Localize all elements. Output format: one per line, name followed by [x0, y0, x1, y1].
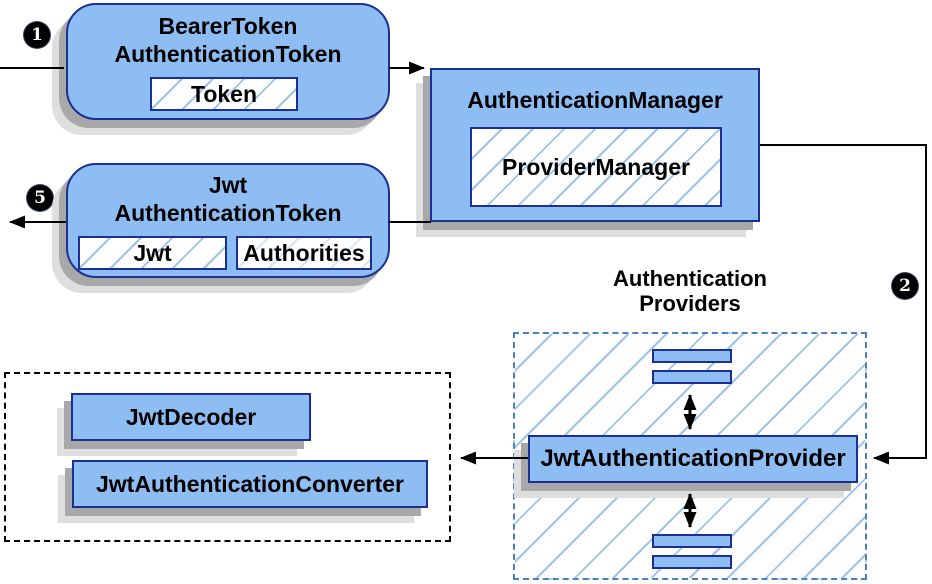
jwt-token-title-line2: AuthenticationToken: [114, 200, 342, 226]
jwt-authentication-provider-label: JwtAuthenticationProvider: [540, 445, 846, 472]
bearer-token-authentication-token-node: BearerToken AuthenticationToken Token: [66, 3, 390, 120]
jwt-token-node-title: Jwt AuthenticationToken: [68, 171, 388, 227]
provider-slot-bar: [652, 370, 732, 384]
jwt-authentication-converter-label: JwtAuthenticationConverter: [96, 470, 404, 497]
authentication-manager-title: AuthenticationManager: [467, 87, 723, 113]
step-5-number: 5: [34, 188, 46, 208]
authentication-providers-group-title: Authentication Providers: [540, 266, 840, 316]
jwt-decoder-node: JwtDecoder: [71, 393, 311, 441]
jwt-inner-box: Jwt: [78, 236, 227, 270]
provider-manager-label: ProviderManager: [502, 153, 690, 180]
token-label: Token: [190, 80, 258, 107]
jwt-authentication-token-node: Jwt AuthenticationToken Jwt Authorities: [66, 163, 390, 278]
jwt-decoder-label: JwtDecoder: [125, 403, 257, 430]
provider-slot-bar: [652, 349, 732, 363]
bearer-token-title-line2: AuthenticationToken: [114, 41, 342, 67]
authorities-inner-box: Authorities: [236, 236, 372, 270]
step-1-badge: 1: [24, 22, 50, 48]
step-5-badge: 5: [27, 185, 53, 211]
token-inner-box: Token: [150, 77, 298, 111]
providers-title-line1: Authentication: [613, 266, 767, 291]
jwt-authentication-provider-node: JwtAuthenticationProvider: [528, 435, 858, 483]
bearer-token-title-line1: BearerToken: [158, 13, 298, 39]
provider-manager-inner-box: ProviderManager: [470, 127, 722, 207]
step-1-number: 1: [31, 25, 43, 45]
provider-slot-bar: [652, 534, 732, 548]
providers-title-line2: Providers: [639, 291, 741, 316]
authorities-label: Authorities: [243, 239, 365, 266]
bearer-token-node-title: BearerToken AuthenticationToken: [68, 12, 388, 68]
authentication-manager-node: AuthenticationManager ProviderManager: [430, 68, 760, 222]
step-2-badge: 2: [892, 273, 918, 299]
jwt-authentication-converter-node: JwtAuthenticationConverter: [72, 460, 428, 508]
jwt-token-title-line1: Jwt: [208, 172, 248, 198]
step-2-number: 2: [899, 276, 911, 296]
provider-slot-bar: [652, 555, 732, 569]
jwt-label: Jwt: [133, 239, 172, 266]
